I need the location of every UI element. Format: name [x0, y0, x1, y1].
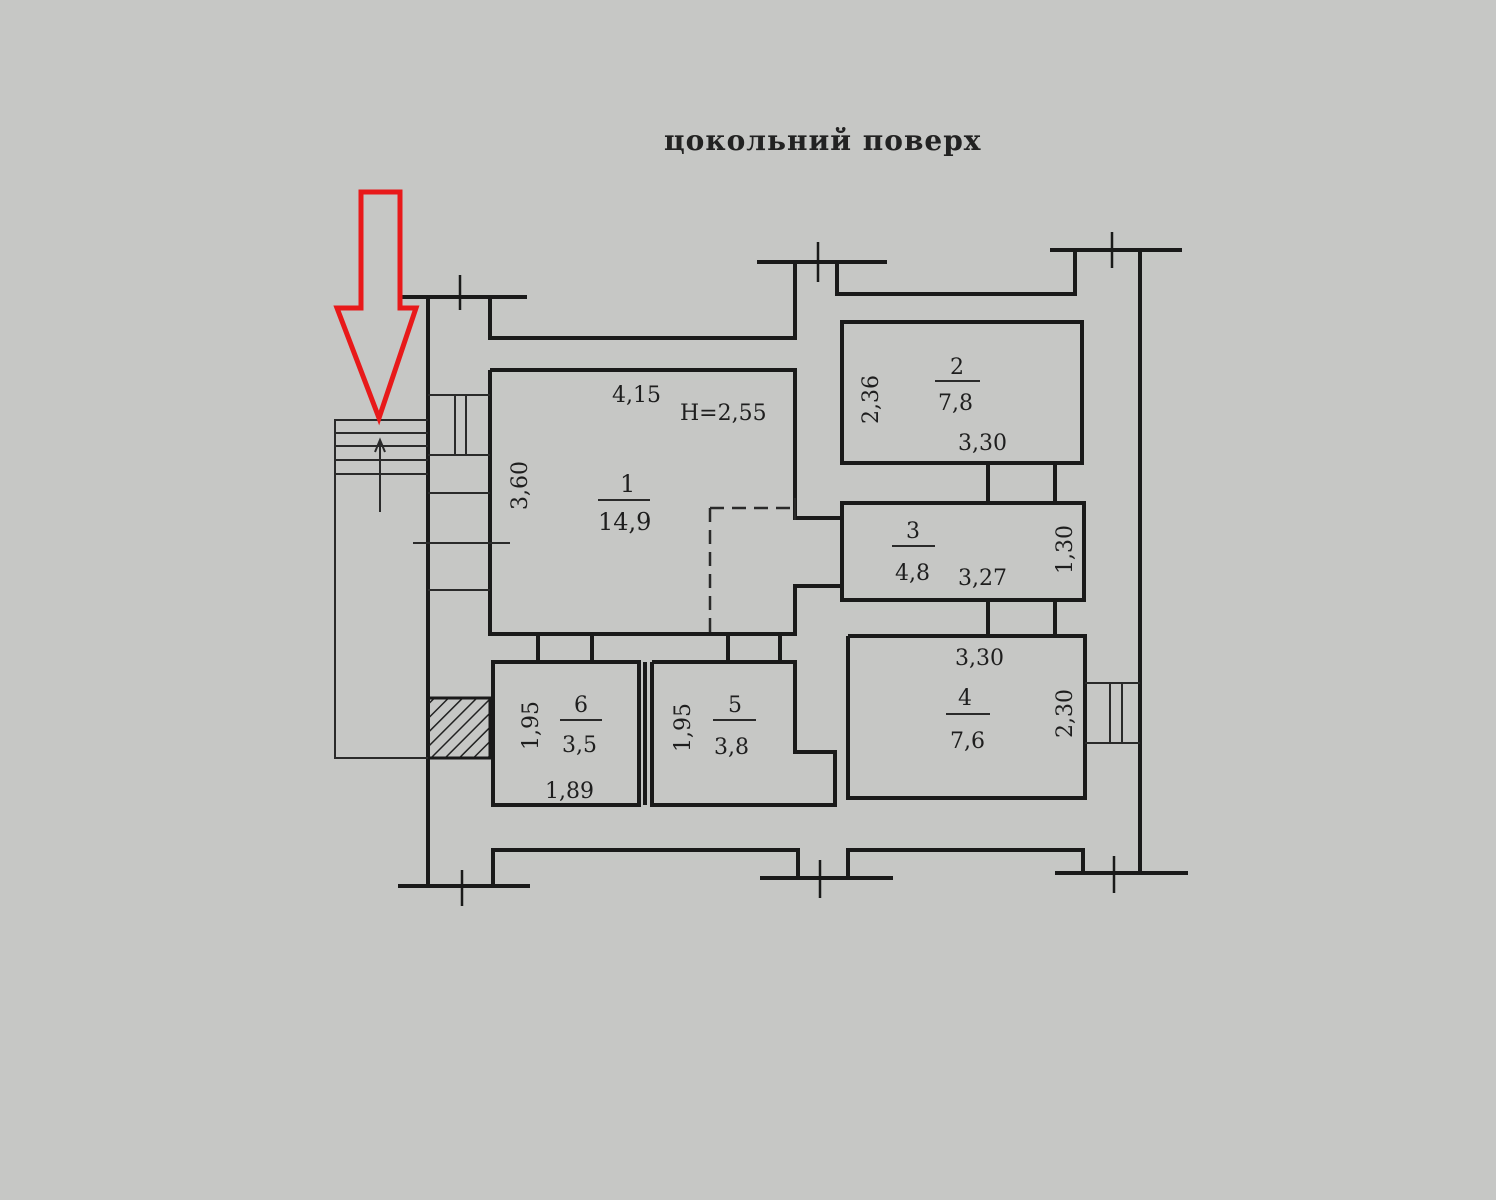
floor-plan-title: цокольний поверх [664, 124, 982, 157]
door-openings [536, 463, 1057, 662]
room-1-number: 1 [620, 470, 635, 498]
room-3 [840, 501, 1086, 602]
room-6-area: 3,5 [562, 733, 597, 758]
room-3-area: 4,8 [895, 561, 930, 586]
room-2-depth-label: 2,36 [859, 375, 884, 424]
room-1 [488, 368, 842, 636]
room-6 [491, 660, 641, 807]
room-5-depth-label: 1,95 [671, 703, 696, 752]
room-1-depth-label: 3,60 [508, 461, 533, 510]
room-4-number: 4 [958, 686, 972, 711]
room-2-area: 7,8 [938, 391, 973, 416]
hatched-wall-section [426, 696, 492, 760]
entrance-arrow-icon [333, 189, 420, 426]
room-2 [840, 320, 1084, 465]
entrance-stairs [334, 419, 428, 759]
room-4-depth-label: 2,30 [1053, 689, 1078, 738]
room-6-number: 6 [574, 693, 588, 718]
room-1-width-label: 4,15 [612, 383, 661, 408]
room-4-width-label: 3,30 [955, 646, 1004, 671]
room-2-width-label: 3,30 [958, 431, 1007, 456]
room-4 [846, 634, 1087, 800]
room-5 [650, 660, 837, 807]
room-3-width-label: 3,27 [958, 566, 1007, 591]
windows [413, 394, 1140, 744]
room-3-number: 3 [906, 519, 920, 544]
room-4-area: 7,6 [950, 729, 985, 754]
room-1-area: 14,9 [598, 508, 651, 536]
room-5-area: 3,8 [714, 735, 749, 760]
height-label: H=2,55 [680, 401, 767, 426]
room-3-depth-label: 1,30 [1053, 525, 1078, 574]
room-6-width-label: 1,89 [545, 779, 594, 804]
room-6-depth-label: 1,95 [519, 701, 544, 750]
room-5-number: 5 [728, 693, 742, 718]
room-2-number: 2 [950, 355, 964, 380]
